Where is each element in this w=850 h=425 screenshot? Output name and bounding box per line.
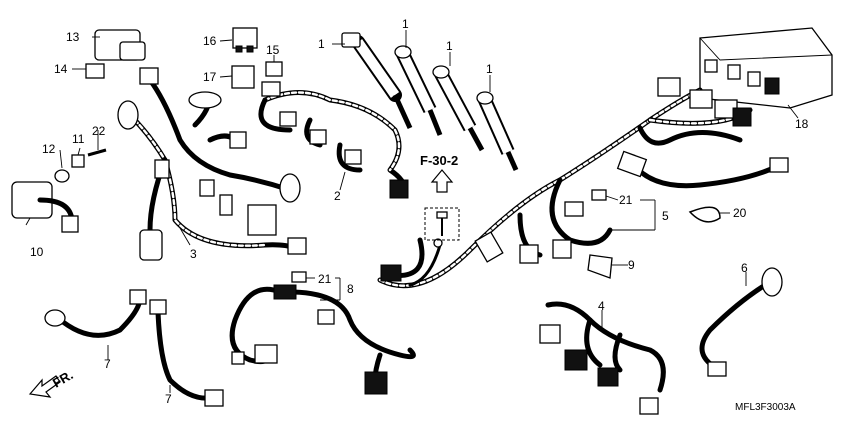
label-part-2: 2 <box>334 189 341 203</box>
label-part-13: 13 <box>66 30 80 44</box>
label-part-22: 22 <box>92 124 106 138</box>
label-part-21b: 21 <box>318 272 332 286</box>
ground-wire <box>408 238 443 287</box>
connector-part-15 <box>265 61 283 77</box>
label-part-1c: 1 <box>446 39 453 53</box>
part-labels: 1 1 1 1 2 3 4 5 6 7 7 8 9 10 11 12 13 14… <box>30 17 809 406</box>
sub-harness-3 <box>117 67 307 261</box>
label-part-5: 5 <box>662 209 669 223</box>
label-part-7a: 7 <box>104 357 111 371</box>
relay-socket-17 <box>231 65 255 89</box>
label-part-11: 11 <box>72 132 85 146</box>
collar-part-11 <box>71 154 85 168</box>
sub-harness-2 <box>258 81 409 199</box>
ecu-unit <box>699 27 833 109</box>
sub-harness-6 <box>699 267 783 377</box>
label-part-16: 16 <box>203 34 217 48</box>
label-part-7b: 7 <box>165 392 172 406</box>
ecu-connectors <box>657 77 752 127</box>
grommet-part-12 <box>54 169 70 183</box>
label-part-20: 20 <box>733 206 747 220</box>
clip-part-21-lower <box>291 271 307 283</box>
label-part-4: 4 <box>598 299 605 313</box>
cover-part-14 <box>85 63 105 79</box>
ignition-coil-group <box>341 32 519 172</box>
ignition-coil-1 <box>341 32 413 130</box>
ignition-coil-3 <box>432 65 485 152</box>
diagram-code: MFL3F3003A <box>735 402 796 413</box>
ignition-coil-4 <box>476 91 519 172</box>
reference-label: F-30-2 <box>420 153 458 168</box>
clamp-part-9 <box>587 254 613 279</box>
label-part-14: 14 <box>54 62 68 76</box>
leader-lines <box>25 30 799 393</box>
relay-part-16 <box>232 27 258 53</box>
clip-part-21-upper <box>591 189 607 201</box>
label-part-17: 17 <box>203 70 217 84</box>
up-arrow-icon <box>430 169 454 193</box>
label-part-21a: 21 <box>619 193 633 207</box>
ignition-coil-2 <box>394 45 443 136</box>
label-part-9: 9 <box>628 258 635 272</box>
direction-indicator: FR. <box>28 367 76 398</box>
sub-harness-8 <box>229 284 416 395</box>
label-part-1b: 1 <box>402 17 409 31</box>
sub-harness-4 <box>539 301 666 415</box>
reference-callout: F-30-2 <box>420 153 460 241</box>
label-part-10: 10 <box>30 245 44 259</box>
band-clamp-20 <box>688 206 721 223</box>
label-part-8: 8 <box>347 282 354 296</box>
label-part-18: 18 <box>795 117 809 131</box>
main-wire-harness <box>377 77 789 289</box>
label-part-1a: 1 <box>318 37 325 51</box>
label-part-12: 12 <box>42 142 56 156</box>
unit-part-10 <box>11 181 79 233</box>
sub-harness-7-center <box>149 299 224 407</box>
relay-part-13 <box>94 29 146 61</box>
label-part-1d: 1 <box>486 62 493 76</box>
label-part-15: 15 <box>266 43 280 57</box>
bolt-part-22 <box>87 148 107 157</box>
label-part-3: 3 <box>190 247 197 261</box>
sub-harness-7-left <box>44 289 147 338</box>
label-part-6: 6 <box>741 261 748 275</box>
forward-arrow-icon <box>28 375 61 398</box>
